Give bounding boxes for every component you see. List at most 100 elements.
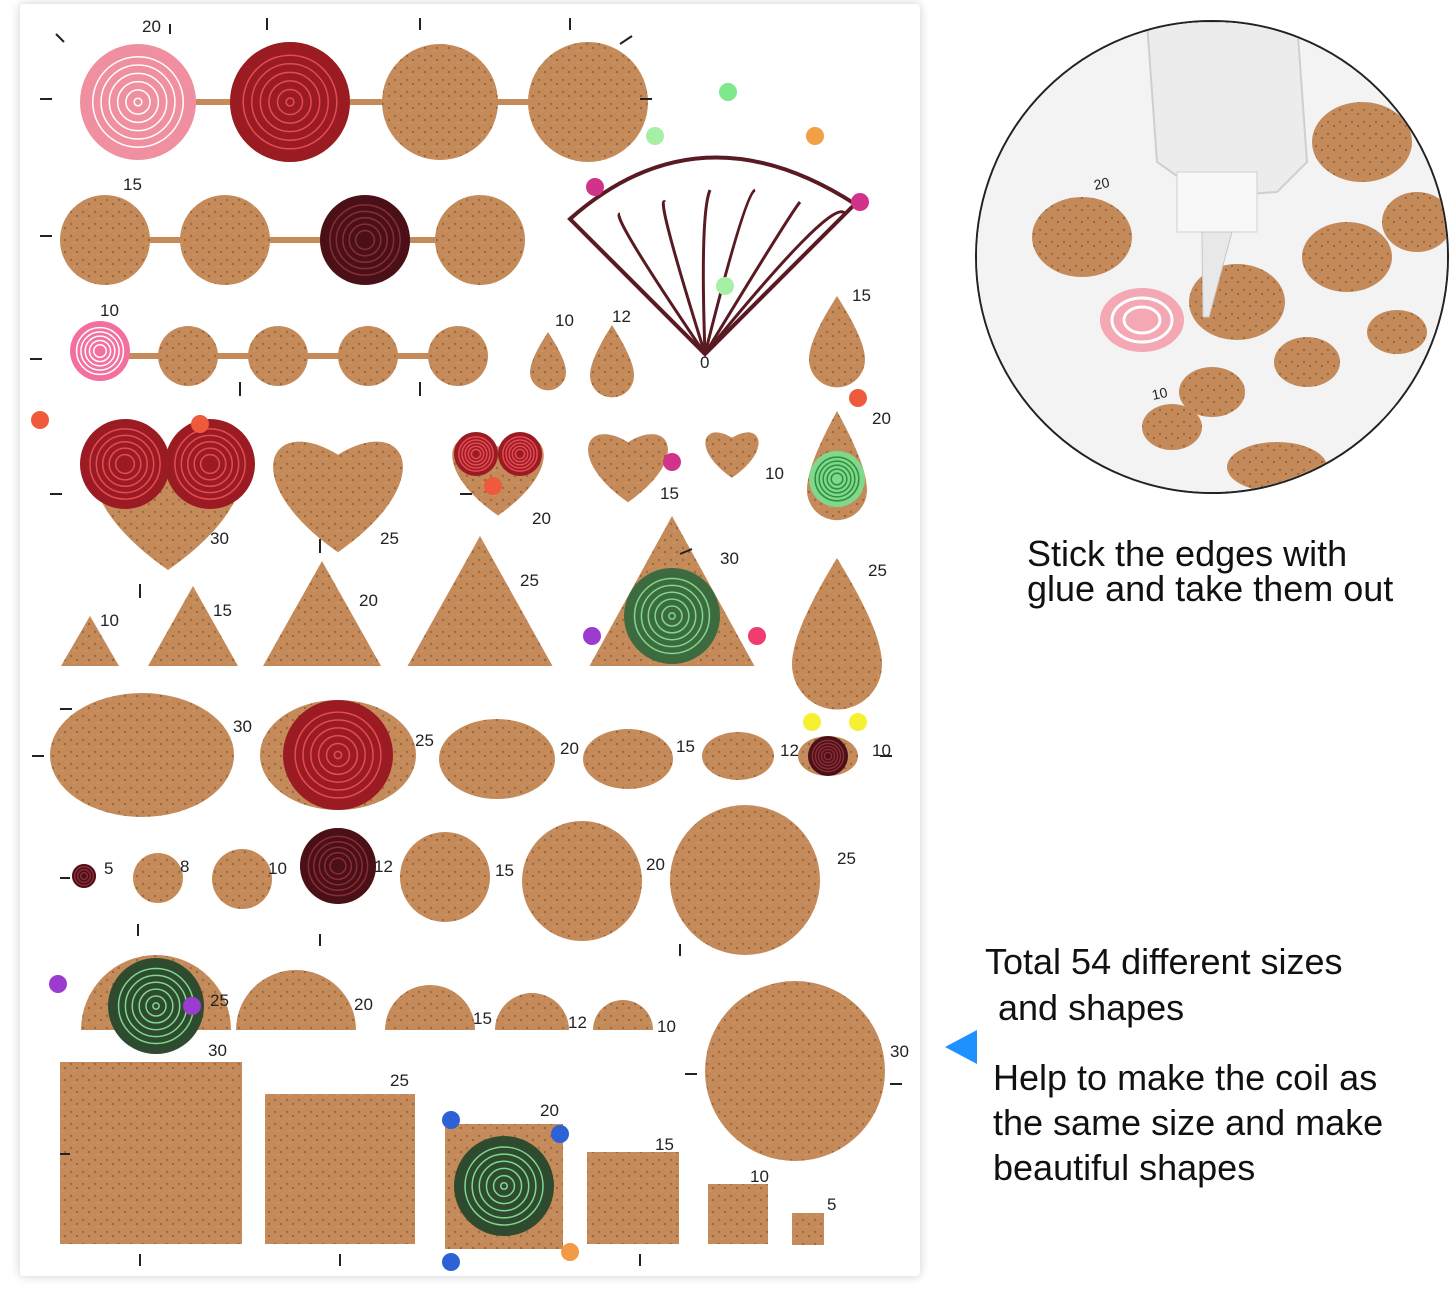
- cork-circle-cutout: [670, 805, 820, 955]
- paper-coil-ring: [325, 742, 351, 768]
- pin-head-icon: [551, 1125, 569, 1143]
- size-label: 30: [210, 529, 229, 548]
- paper-coil-ring: [511, 445, 529, 463]
- paper-coil-ring: [108, 72, 168, 132]
- cork-triangle-cutout: [61, 616, 119, 666]
- paper-coil-ring: [817, 745, 839, 767]
- cork-teardrop-cutout: [809, 296, 865, 388]
- inset-cork-circle: [1179, 367, 1245, 417]
- paper-coil-ring: [259, 71, 321, 133]
- quilled-fan-petal: [617, 212, 707, 355]
- paper-coil-ring: [668, 612, 676, 620]
- glue-caption-line2: glue and take them out: [1027, 568, 1394, 609]
- size-label: 30: [208, 1041, 227, 1060]
- cork-teardrop-cutout: [530, 332, 566, 391]
- paper-coil-ring: [89, 428, 161, 500]
- paper-coil: [80, 419, 170, 509]
- size-label: 12: [374, 857, 393, 876]
- paper-coil-ring: [640, 584, 704, 648]
- paper-coil: [72, 864, 96, 888]
- size-label: 8: [180, 857, 189, 876]
- paper-coil: [230, 42, 350, 162]
- paper-coil-ring: [180, 434, 240, 494]
- paper-coil-ring: [251, 63, 329, 141]
- cork-semicircle-cutout: [385, 985, 475, 1030]
- pin-head-icon: [849, 389, 867, 407]
- paper-coil: [454, 432, 498, 476]
- paper-coil-ring: [145, 995, 167, 1017]
- cork-circle-cutout: [248, 326, 308, 386]
- pin-head-icon: [719, 83, 737, 101]
- paper-coil-ring: [317, 734, 359, 776]
- size-label: 10: [657, 1017, 676, 1036]
- size-label: 15: [473, 1009, 492, 1028]
- paper-coil-ring: [467, 445, 485, 463]
- paper-coil-ring: [464, 1146, 544, 1226]
- size-label: 15: [852, 286, 871, 305]
- size-label: 25: [415, 731, 434, 750]
- size-label: 20: [142, 17, 161, 36]
- pin-head-icon: [663, 453, 681, 471]
- cork-triangle-cutout: [148, 586, 238, 666]
- size-label: 15: [213, 601, 232, 620]
- paper-coil-ring: [348, 223, 382, 257]
- paper-coil-ring: [307, 835, 369, 897]
- paper-coil: [165, 419, 255, 509]
- size-label: 25: [837, 849, 856, 868]
- paper-coil-ring: [193, 447, 227, 481]
- paper-coil-ring: [823, 751, 833, 761]
- cork-heart-cutout: [273, 441, 403, 553]
- paper-coil-ring: [830, 472, 844, 486]
- size-label: 30: [720, 549, 739, 568]
- paper-coil: [80, 44, 196, 160]
- cork-triangle-cutout: [407, 536, 553, 666]
- cork-teardrop-cutout: [590, 325, 634, 398]
- quilled-coils: [31, 42, 869, 1271]
- inset-cork-circle: [1274, 337, 1340, 387]
- paper-coil: [809, 451, 865, 507]
- cork-teardrop-cutout: [792, 558, 882, 710]
- paper-coil-ring: [485, 1167, 523, 1205]
- size-label: 12: [568, 1013, 587, 1032]
- glue-caption-line1: Stick the edges with: [1027, 533, 1348, 574]
- paper-coil-ring: [329, 857, 347, 875]
- size-label: 20: [359, 591, 378, 610]
- help-caption-line1: Help to make the coil as: [993, 1057, 1378, 1098]
- paper-coil-ring: [458, 436, 494, 472]
- paper-coil-ring: [294, 711, 382, 799]
- paper-coil: [498, 432, 542, 476]
- quilled-fan: [567, 155, 859, 357]
- paper-coil-ring: [88, 339, 112, 363]
- paper-coil-ring: [108, 447, 142, 481]
- inset-label: 10: [1150, 384, 1169, 403]
- paper-coil-ring: [95, 434, 155, 494]
- paper-coil-ring: [268, 80, 312, 124]
- paper-coil-ring: [323, 851, 353, 881]
- paper-coil-ring: [125, 89, 151, 115]
- paper-coil-ring: [814, 742, 842, 770]
- cork-oval-cutout: [439, 719, 555, 799]
- paper-coil-ring: [152, 1002, 160, 1010]
- cork-heart-cutout: [705, 432, 759, 478]
- cork-square-cutout: [792, 1213, 824, 1245]
- total-caption-line1: Total 54 different sizes: [985, 941, 1343, 982]
- size-label: 25: [868, 561, 887, 580]
- paper-coil-ring: [492, 1174, 516, 1198]
- pin-head-icon: [851, 193, 869, 211]
- size-label: 20: [560, 739, 579, 758]
- quilled-fan-petal: [661, 200, 707, 355]
- size-label: 10: [765, 464, 784, 483]
- pin-head-icon: [561, 1243, 579, 1261]
- cork-circle-cutout: [528, 42, 648, 162]
- pin-head-icon: [442, 1253, 460, 1271]
- paper-coil-ring: [313, 841, 363, 891]
- paper-coil-ring: [92, 343, 108, 359]
- pin-head-icon: [183, 997, 201, 1015]
- paper-coil-ring: [814, 456, 860, 502]
- inset-cork-circle: [1227, 442, 1327, 492]
- help-caption-line2: the same size and make: [993, 1102, 1384, 1143]
- cork-semicircle-cutout: [593, 1000, 653, 1030]
- pointer-arrow-icon: [945, 1030, 977, 1064]
